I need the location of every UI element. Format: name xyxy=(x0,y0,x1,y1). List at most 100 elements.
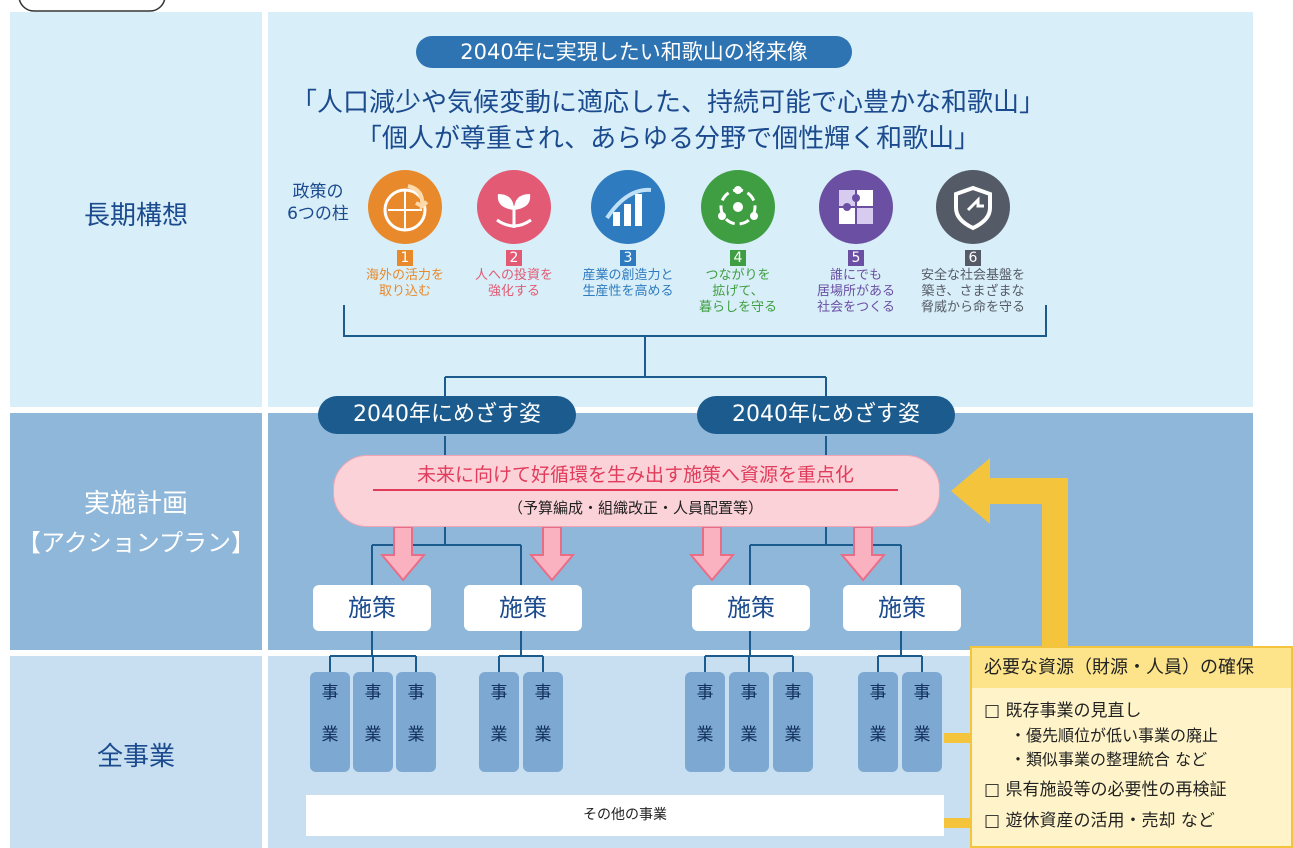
row-label-long-term: 長期構想 xyxy=(83,201,188,231)
pillar-text-line: 人への投資を xyxy=(474,268,553,283)
project-char: 事 xyxy=(740,683,758,703)
project-char: 業 xyxy=(784,725,802,745)
project-box: 事業 xyxy=(902,672,942,772)
other-projects-box: その他の事業 xyxy=(306,795,944,836)
project-char: 業 xyxy=(696,725,714,745)
pillar-text: 人への投資を 強化する xyxy=(449,268,579,300)
goal-pill-1: 2040年にめざす姿 xyxy=(318,396,576,434)
project-box: 事業 xyxy=(479,672,519,772)
project-char: 事 xyxy=(364,683,382,703)
pillar-number: 5 xyxy=(848,250,864,266)
projects-label-band xyxy=(10,656,262,848)
resources-title: 必要な資源（財源・人員）の確保 xyxy=(972,648,1291,688)
network-icon xyxy=(701,170,775,244)
focus-box xyxy=(333,455,940,527)
pillar-text-line: 海外の活力を xyxy=(365,268,444,283)
project-char: 事 xyxy=(869,683,887,703)
project-box: 事業 xyxy=(773,672,813,772)
pillar-text-line: 暮らしを守る xyxy=(698,300,777,315)
row-label-action-plan-sub: 【アクションプラン】 xyxy=(16,529,256,557)
goal-pill-2: 2040年にめざす姿 xyxy=(697,396,955,434)
pillar-text-line: つながりを xyxy=(705,268,771,283)
pillar-text-line: 安全な社会基盤を xyxy=(920,268,1025,283)
pillar-text: つながりを 拡げて、 暮らしを守る xyxy=(673,268,803,316)
project-char: 業 xyxy=(321,725,339,745)
pillar-number: 4 xyxy=(730,250,746,266)
project-box: 事業 xyxy=(353,672,393,772)
focus-subtitle: （予算編成・組織改正・人員配置等） xyxy=(507,499,763,517)
pillar-number: 6 xyxy=(965,250,981,266)
growth-bars-icon xyxy=(591,170,665,244)
resources-item-review: □ 既存事業の見直し xyxy=(984,701,1142,721)
measure-box: 施策 xyxy=(692,585,810,631)
project-char: 事 xyxy=(696,683,714,703)
vision-pill: 2040年に実現したい和歌山の将来像 xyxy=(416,36,852,68)
measure-box: 施策 xyxy=(464,585,582,631)
focus-underline xyxy=(373,489,898,491)
measure-box: 施策 xyxy=(313,585,431,631)
pillar-text-line: 誰にでも xyxy=(829,268,882,283)
project-box: 事業 xyxy=(523,672,563,772)
header-tab-fragment xyxy=(18,0,166,12)
globe-arrow-icon xyxy=(368,170,442,244)
shield-icon xyxy=(936,170,1010,244)
pillar-text: 誰にでも 居場所がある 社会をつくる xyxy=(791,268,921,316)
pillar-text-line: 居場所がある xyxy=(816,284,895,299)
pillars-title: 政策の 6つの柱 xyxy=(276,181,360,225)
row-label-action-plan: 実施計画 xyxy=(83,489,188,519)
row-label-all-projects: 全事業 xyxy=(96,742,175,772)
resources-subitem: ・類似事業の整理統合 など xyxy=(1010,750,1208,769)
resources-subitem: ・優先順位が低い事業の廃止 xyxy=(1010,726,1219,745)
project-box: 事業 xyxy=(858,672,898,772)
project-char: 業 xyxy=(534,725,552,745)
pillar-text-line: 築き、さまざまな xyxy=(921,284,1025,299)
project-char: 事 xyxy=(913,683,931,703)
pillar-text-line: 取り込む xyxy=(378,284,431,299)
pillar-6: 6 安全な社会基盤を 築き、さまざまな 脅威から命を守る xyxy=(908,170,1038,316)
project-char: 業 xyxy=(740,725,758,745)
pillar-2: 2 人への投資を 強化する xyxy=(449,170,579,300)
down-arrows xyxy=(379,526,887,582)
project-char: 事 xyxy=(490,683,508,703)
pillars-title-line2: 6つの柱 xyxy=(287,204,349,224)
project-box: 事業 xyxy=(729,672,769,772)
pillar-1: 1 海外の活力を 取り込む xyxy=(340,170,470,300)
pillar-text: 産業の創造力と 生産性を高める xyxy=(563,268,693,300)
project-char: 業 xyxy=(364,725,382,745)
pillar-text-line: 社会をつくる xyxy=(817,300,895,315)
project-char: 業 xyxy=(490,725,508,745)
project-char: 事 xyxy=(321,683,339,703)
project-char: 業 xyxy=(869,725,887,745)
measure-box: 施策 xyxy=(843,585,961,631)
pillar-4: 4 つながりを 拡げて、 暮らしを守る xyxy=(673,170,803,316)
vision-statement-2: 「個人が尊重され、あらゆる分野で個性輝く和歌山」 xyxy=(355,124,981,154)
pillar-text-line: 拡げて、 xyxy=(712,284,764,299)
pillars-title-line1: 政策の xyxy=(292,182,344,202)
project-char: 事 xyxy=(407,683,425,703)
pillar-number: 2 xyxy=(506,250,522,266)
pillar-5: 5 誰にでも 居場所がある 社会をつくる xyxy=(791,170,921,316)
action-plan-label-band xyxy=(10,413,262,650)
pillar-number: 3 xyxy=(620,250,636,266)
puzzle-icon xyxy=(819,170,893,244)
project-char: 事 xyxy=(784,683,802,703)
resources-item-assets: □ 遊休資産の活用・売却 など xyxy=(984,811,1215,831)
pillar-text-line: 脅威から命を守る xyxy=(920,300,1025,315)
pillar-text-line: 生産性を高める xyxy=(582,284,674,299)
pillar-text: 海外の活力を 取り込む xyxy=(340,268,470,300)
pillar-3: 3 産業の創造力と 生産性を高める xyxy=(563,170,693,300)
project-box: 事業 xyxy=(396,672,436,772)
project-box: 事業 xyxy=(310,672,350,772)
vision-statement-1: 「人口減少や気候変動に適応した、持続可能で心豊かな和歌山」 xyxy=(290,88,1045,118)
focus-title: 未来に向けて好循環を生み出す施策へ資源を重点化 xyxy=(416,464,854,486)
pillar-text-line: 強化する xyxy=(487,284,540,299)
pillar-text: 安全な社会基盤を 築き、さまざまな 脅威から命を守る xyxy=(908,268,1038,316)
project-char: 業 xyxy=(913,725,931,745)
project-box: 事業 xyxy=(685,672,725,772)
pillar-text-line: 産業の創造力と xyxy=(582,268,674,283)
project-char: 事 xyxy=(534,683,552,703)
long-term-label-band xyxy=(10,12,262,407)
pillar-number: 1 xyxy=(397,250,413,266)
resources-item-facilities: □ 県有施設等の必要性の再検証 xyxy=(984,780,1227,800)
